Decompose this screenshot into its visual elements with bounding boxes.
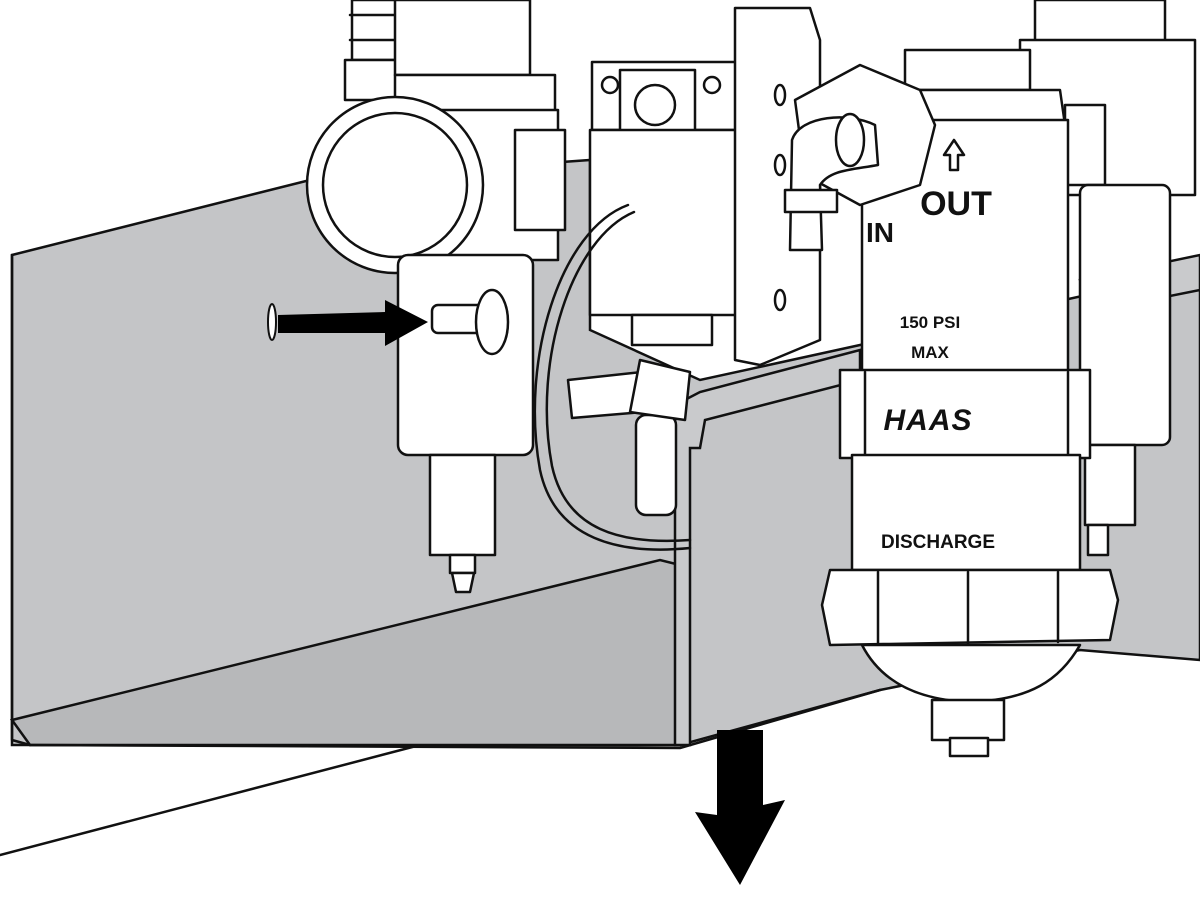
main-filter	[783, 48, 1120, 758]
solenoid-valve	[533, 60, 740, 551]
tray-bottom-edge	[28, 688, 882, 750]
filter-bowl	[860, 643, 1082, 704]
pressure-regulator	[305, 0, 567, 594]
bowl-nut	[820, 568, 1120, 647]
tray-left-edge	[10, 253, 32, 747]
floor-line	[0, 743, 422, 857]
brand-logo: HAAS	[883, 404, 972, 437]
brand-band	[838, 368, 1092, 460]
secondary-filter	[1018, 0, 1197, 557]
discharge-label: DISCHARGE	[881, 532, 995, 553]
down-arrow-icon	[695, 730, 785, 885]
flow-up-arrow-icon	[942, 138, 966, 172]
port-in-label: IN	[866, 217, 894, 248]
pointer-arrow-icon	[267, 300, 428, 346]
tray-front-lip	[673, 348, 862, 747]
port-out-label: OUT	[920, 185, 992, 223]
pressure-rating-label: 150 PSI	[900, 313, 961, 332]
regulator-bowl	[396, 253, 535, 457]
pressure-max-label: MAX	[911, 343, 949, 362]
